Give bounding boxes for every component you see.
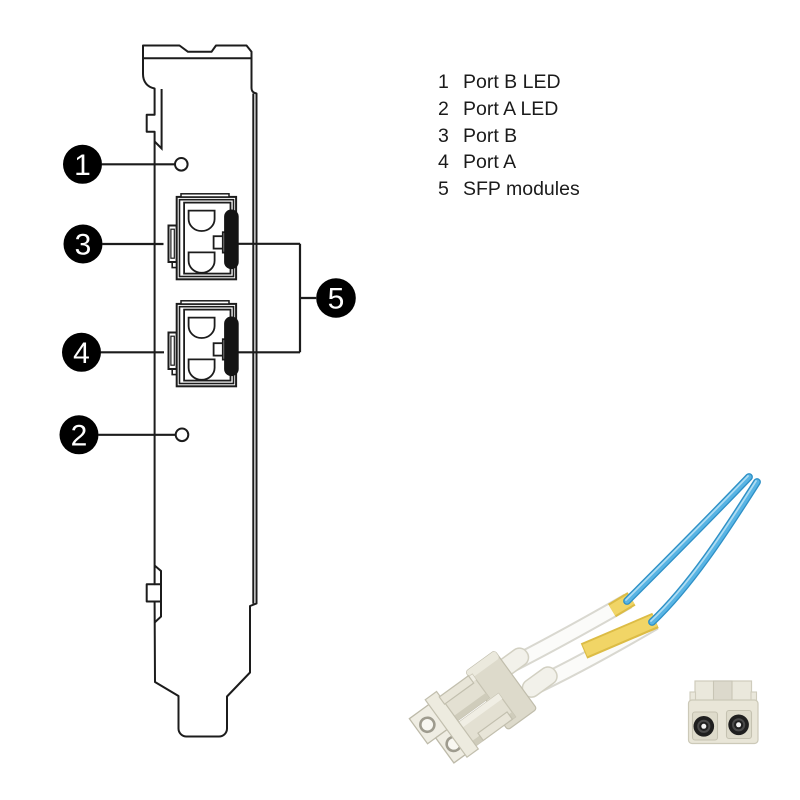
callout-1: 1 bbox=[63, 144, 102, 184]
callouts: 1 3 4 2 5 bbox=[59, 144, 356, 455]
led-hole-port-b bbox=[174, 157, 189, 172]
legend-item-3-num: 3 bbox=[438, 124, 449, 147]
callout-5-bracket bbox=[238, 242, 317, 354]
adapter-port-left-ring bbox=[697, 719, 711, 733]
legend-item-3: 3 Port B bbox=[438, 123, 580, 150]
legend-item-2-label: Port A LED bbox=[463, 97, 559, 120]
callout-2: 2 bbox=[59, 415, 99, 455]
legend-item-4: 4 Port A bbox=[438, 149, 580, 176]
adapter-port-right-dot bbox=[736, 722, 742, 728]
adapter-port-left-dot bbox=[701, 723, 707, 729]
sfp-module-port-b bbox=[167, 192, 240, 281]
connector-rear-housing bbox=[466, 651, 537, 730]
pci-bracket bbox=[142, 44, 258, 738]
bracket-bottomleft-fold bbox=[153, 564, 162, 624]
callout-5: 5 bbox=[316, 278, 356, 318]
lc-connector bbox=[408, 647, 558, 764]
ferrule-a-hole bbox=[419, 716, 436, 734]
legend-item-5-num: 5 bbox=[438, 178, 449, 201]
callout-4-number: 4 bbox=[73, 337, 90, 370]
callout-3: 3 bbox=[63, 224, 103, 264]
legend-item-1-num: 1 bbox=[438, 71, 449, 93]
fiber-b-highlight bbox=[650, 480, 757, 622]
callout-3-number: 3 bbox=[75, 229, 92, 262]
cable-jackets bbox=[501, 593, 659, 695]
callout-1-number: 1 bbox=[74, 149, 91, 182]
legend-item-4-label: Port A bbox=[463, 151, 517, 174]
yellow-band-b bbox=[582, 614, 658, 657]
connector-rear-highlight bbox=[466, 651, 499, 678]
legend-item-5: 5 SFP modules bbox=[438, 176, 580, 203]
bracket-topleft-fold bbox=[153, 89, 163, 151]
callout-2-number: 2 bbox=[71, 419, 88, 452]
latch-crossbar bbox=[424, 690, 480, 759]
legend-item-1-label: Port B LED bbox=[463, 71, 561, 93]
led-hole-port-a bbox=[174, 427, 190, 443]
legend-item-4-num: 4 bbox=[438, 151, 449, 174]
legend: 1 Port B LED 2 Port A LED 3 Port B 4 Port A … bbox=[438, 69, 580, 203]
legend-item-1: 1 Port B LED bbox=[438, 69, 580, 96]
legend-item-2-num: 2 bbox=[438, 97, 449, 120]
callout-5-number: 5 bbox=[328, 283, 345, 316]
legend-item-2: 2 Port A LED bbox=[438, 96, 580, 123]
legend-item-5-label: SFP modules bbox=[463, 178, 580, 201]
bracket-outline bbox=[142, 44, 258, 738]
latch-arm-b bbox=[477, 711, 514, 742]
legend-item-3-label: Port B bbox=[463, 124, 518, 147]
adapter-port-right-ring bbox=[732, 718, 746, 732]
fiber-cable-illustration bbox=[408, 473, 761, 764]
latch-arm-a bbox=[438, 674, 475, 706]
fiber-a-highlight bbox=[625, 475, 749, 601]
lc-adapter bbox=[687, 680, 759, 745]
blue-fibers bbox=[623, 473, 761, 626]
callout-4: 4 bbox=[62, 332, 101, 372]
callout-leaders bbox=[98, 163, 317, 436]
fiber-b bbox=[649, 479, 760, 625]
sfp-module-port-a bbox=[167, 299, 240, 388]
fiber-a bbox=[624, 474, 752, 604]
